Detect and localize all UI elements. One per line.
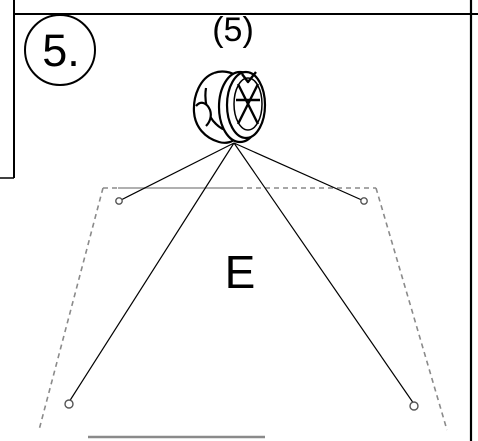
left-frame-edge xyxy=(0,0,15,179)
step-number: 5. xyxy=(42,25,80,76)
panel-e-outline xyxy=(38,187,448,431)
part-reference-label: (5) xyxy=(212,11,254,49)
screw-point-icon xyxy=(64,197,419,411)
hanging-wires xyxy=(68,142,415,405)
hook-with-anchor-icon xyxy=(192,70,267,144)
panel-label: E xyxy=(224,246,256,298)
step-number-circle xyxy=(24,14,96,86)
